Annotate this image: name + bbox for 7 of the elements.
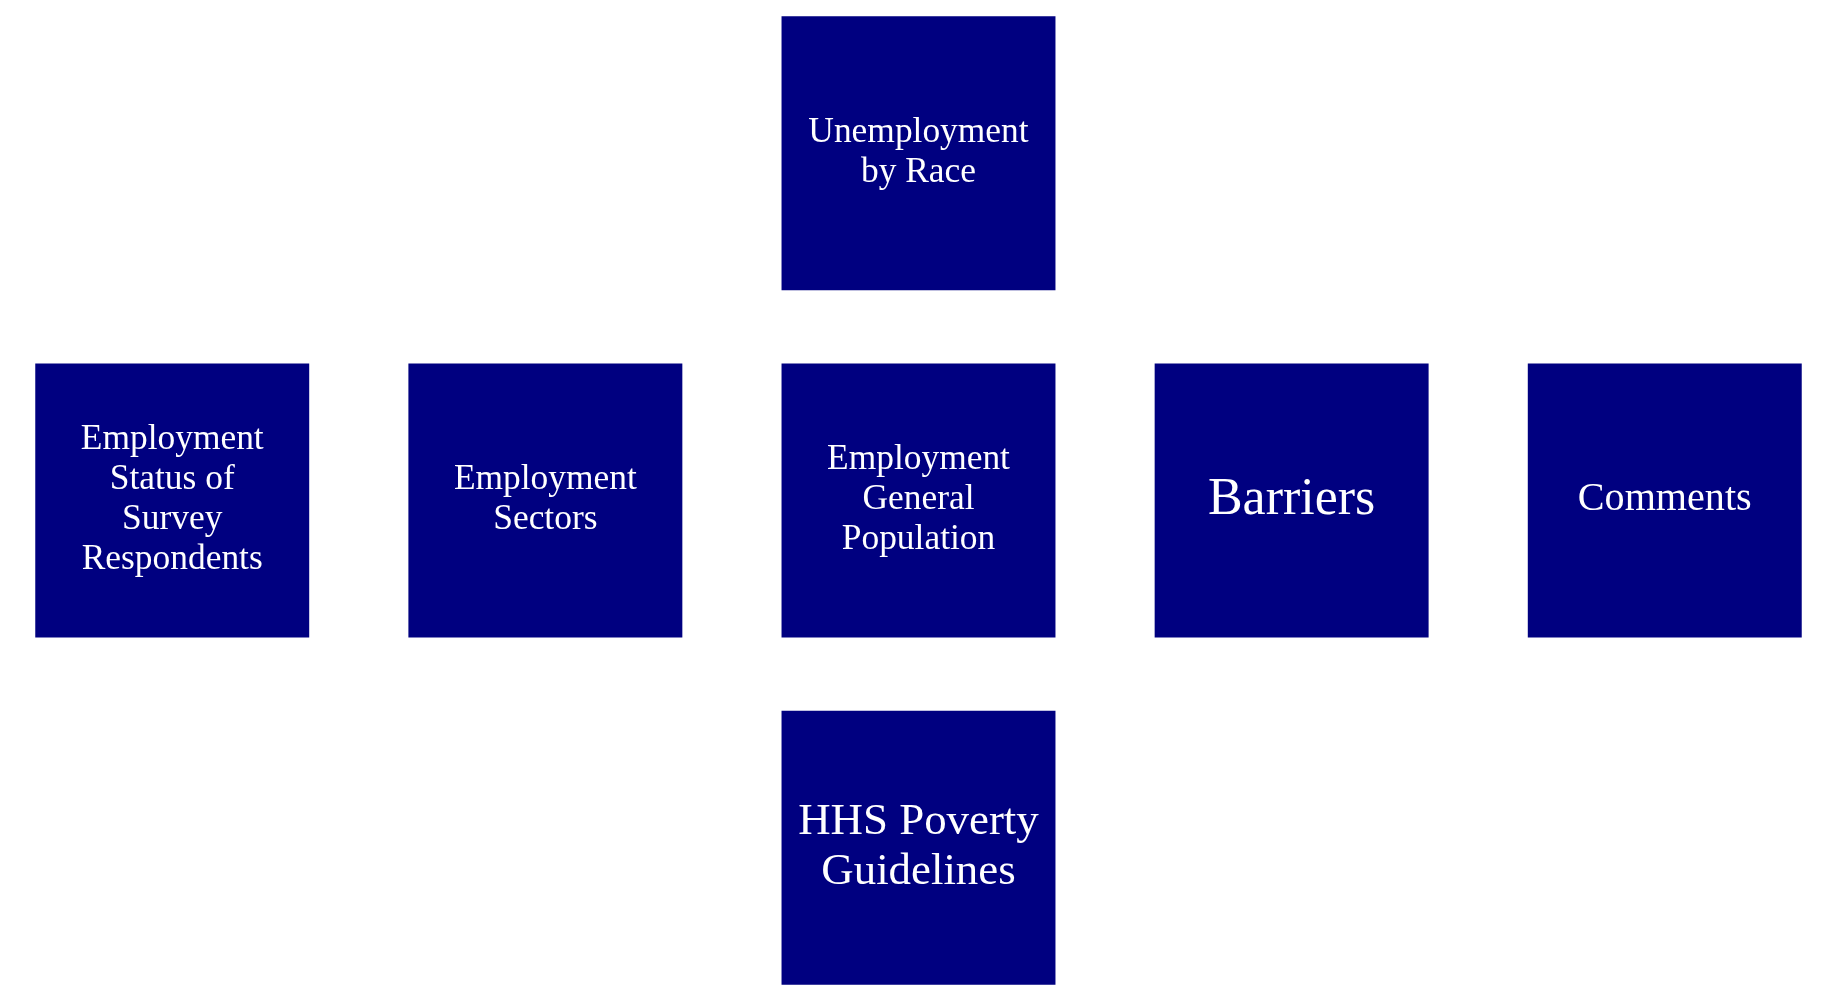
node-box: Comments [1527,363,1802,638]
node-box: HHS Poverty Guidelines [781,710,1056,985]
node-box: Employment General Population [781,363,1056,638]
node-box: Barriers [1154,363,1429,638]
node-box: Employment Sectors [408,363,683,638]
node-box: Employment Status of Survey Respondents [35,363,310,638]
node-box: Unemployment by Race [781,16,1056,291]
